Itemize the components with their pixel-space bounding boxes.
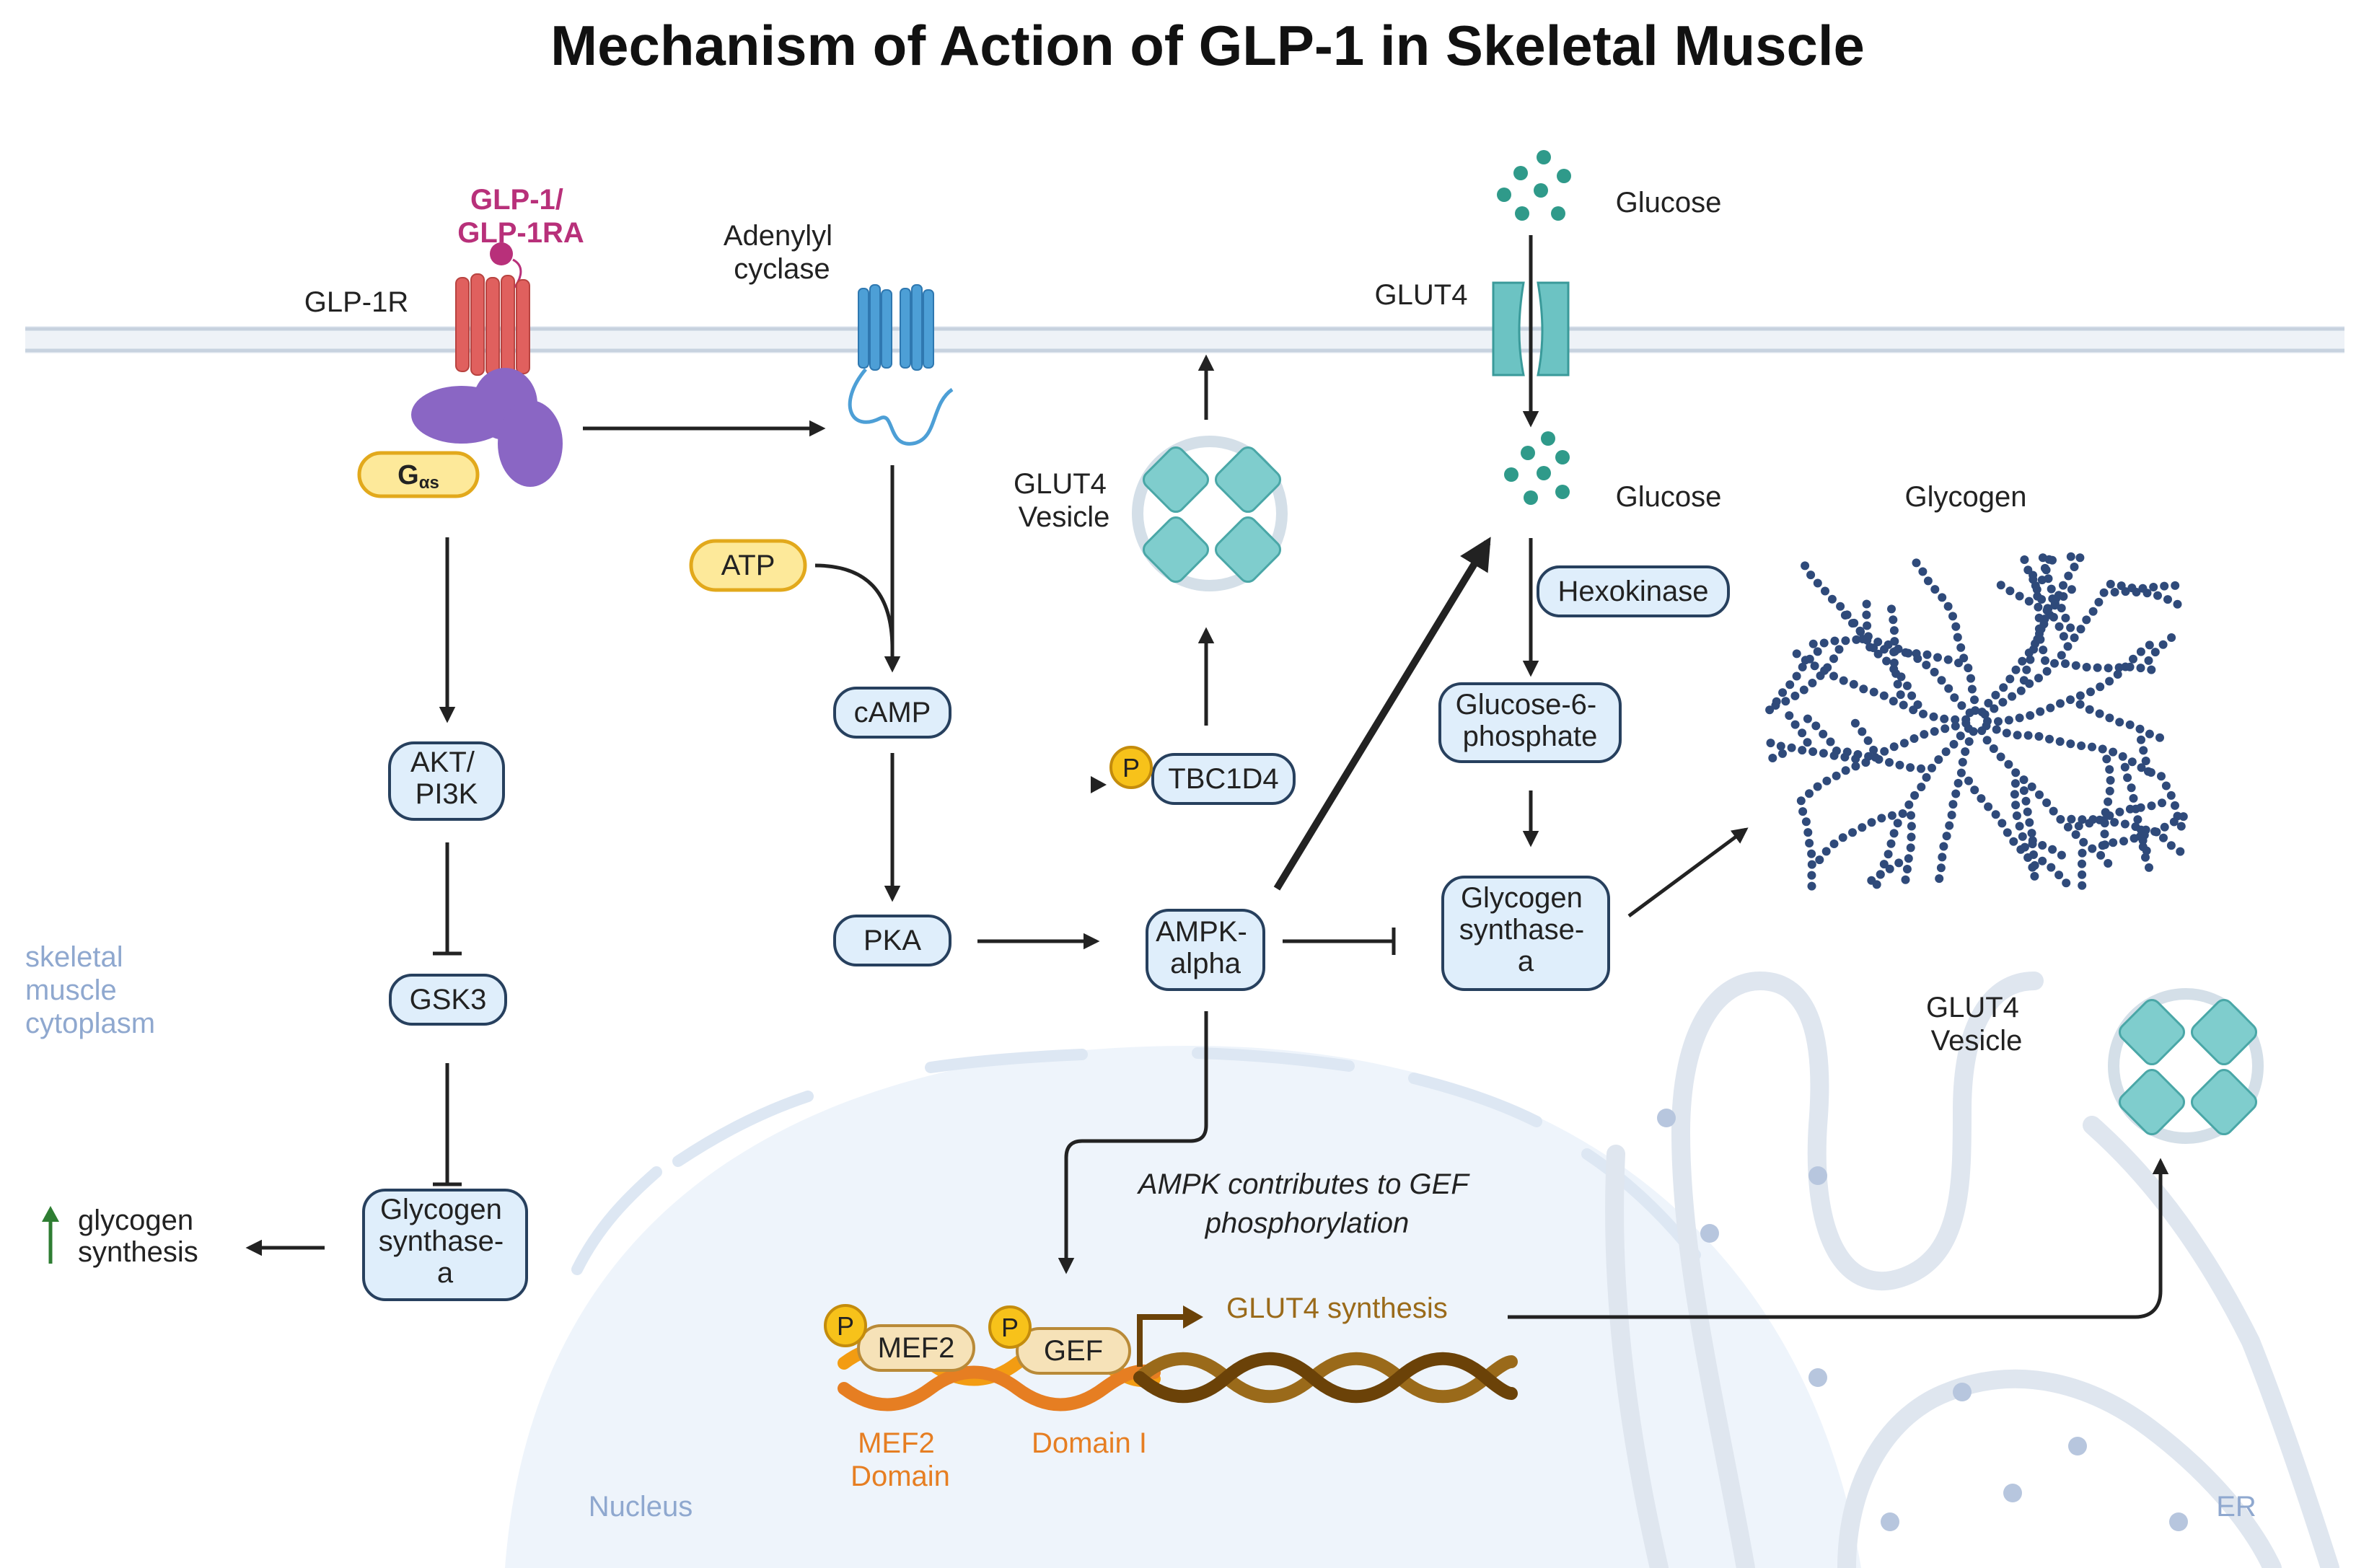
node-glucose-6-phosphate: Glucose-6- phosphate	[1438, 682, 1622, 763]
glp1r-label: GLP-1R	[304, 286, 409, 318]
node-camp: cAMP	[833, 687, 951, 739]
diagram-title: Mechanism of Action of GLP-1 in Skeletal…	[550, 14, 1865, 77]
svg-text:PKA: PKA	[863, 925, 921, 956]
glut4-synthesis-label: GLUT4 synthesis	[1226, 1292, 1448, 1324]
glp1-ligand-icon	[490, 242, 513, 265]
phospho-badge-mef2	[824, 1304, 867, 1347]
glut4-vesicle-top-label: GLUT4 Vesicle	[1014, 468, 1115, 533]
svg-text:cAMP: cAMP	[854, 697, 931, 728]
adenylyl-cyclase-icon	[848, 284, 954, 446]
cell-membrane	[25, 326, 2344, 353]
svg-text:TBC1D4: TBC1D4	[1168, 763, 1278, 795]
glut4-vesicle-top-icon	[1132, 436, 1288, 591]
mef2-factor: MEF2 P	[824, 1304, 975, 1372]
glucose-molecules-top	[1497, 150, 1571, 221]
node-glycogen-synthase-left: Glycogen synthase- a	[362, 1189, 528, 1301]
gpcr-receptor-icon	[455, 273, 530, 377]
node-atp: ATP	[689, 539, 807, 592]
g-alpha-s-pill	[357, 451, 480, 498]
glut4-transporter-label: GLUT4	[1375, 279, 1468, 311]
g-protein-icon	[411, 368, 563, 487]
svg-text:Glycogen synthase-: Glycogen synthase- a	[379, 1194, 512, 1289]
ampk-note: AMPK contributes to GEF phosphorylation	[1137, 1168, 1476, 1239]
node-glycogen-synthase-right: Glycogen synthase- a	[1441, 876, 1610, 991]
er-label: ER	[2216, 1491, 2256, 1523]
node-ampk-alpha: AMPK- alpha	[1146, 909, 1265, 991]
glut4-vesicle-bottom-icon	[2108, 988, 2264, 1144]
pathway-arrows	[245, 235, 2169, 1319]
svg-text:AKT/ PI3K: AKT/ PI3K	[410, 746, 483, 810]
ribosomes	[1657, 1109, 2188, 1531]
nuclear-envelope-pores	[571, 1047, 1701, 1275]
glycogen-synthesis-result: glycogen synthesis	[42, 1204, 201, 1268]
svg-text:GEF: GEF	[1044, 1335, 1103, 1367]
svg-text:Hexokinase: Hexokinase	[1557, 576, 1708, 607]
svg-text:Glucose-6- phosphate: Glucose-6- phosphate	[1456, 689, 1605, 752]
glucose-top-label: Glucose	[1616, 187, 1722, 219]
glucose-molecules-mid	[1504, 431, 1570, 505]
glut4-transporter-icon	[1492, 281, 1570, 376]
node-gsk3: GSK3	[389, 974, 507, 1026]
svg-text:GSK3: GSK3	[410, 984, 487, 1016]
ligand-tether	[512, 258, 522, 289]
svg-text:ATP: ATP	[721, 550, 775, 581]
svg-text:Glycogen synthase-: Glycogen synthase- a	[1459, 882, 1593, 977]
transcription-start-arrow	[1137, 1305, 1203, 1367]
glp1-ligand-label: GLP-1/ GLP-1RA	[457, 184, 584, 249]
phospho-badge-tbc1d4	[1109, 746, 1153, 789]
endoplasmic-reticulum	[1605, 971, 2339, 1568]
svg-text:P: P	[1001, 1313, 1019, 1342]
phospho-badge-gef	[988, 1305, 1032, 1349]
node-pka: PKA	[833, 915, 951, 966]
phospho-badge-label: P	[1122, 753, 1140, 783]
svg-text:MEF2: MEF2	[878, 1332, 955, 1364]
g-alpha-s-label: Gαs	[397, 460, 439, 493]
gef-factor: GEF P	[988, 1305, 1131, 1375]
svg-text:glycogen synthesis: glycogen synthesis	[78, 1204, 201, 1268]
svg-text:AMPK- alpha: AMPK- alpha	[1156, 916, 1255, 979]
adenylyl-cyclase-label: Adenylyl cyclase	[724, 220, 840, 285]
cytoplasm-label: skeletal muscle cytoplasm	[25, 941, 155, 1039]
svg-text:P: P	[837, 1311, 854, 1341]
domain-i-label: Domain I	[1032, 1427, 1147, 1459]
glycogen-label: Glycogen	[1905, 481, 2027, 513]
node-tbc1d4: TBC1D4 P	[1109, 746, 1296, 805]
glucose-mid-label: Glucose	[1616, 481, 1722, 513]
nucleus-label: Nucleus	[589, 1491, 693, 1523]
mef2-domain-label: MEF2 Domain	[851, 1427, 950, 1492]
glycogen-branch-icon	[1765, 552, 2188, 891]
glp1-receptor-complex: GLP-1/ GLP-1RA GLP-1R Gαs	[304, 184, 584, 498]
node-akt-pi3k: AKT/ PI3K	[388, 741, 505, 821]
glut4-vesicle-bottom-label: GLUT4 Vesicle	[1926, 992, 2027, 1057]
node-hexokinase: Hexokinase	[1537, 565, 1730, 617]
